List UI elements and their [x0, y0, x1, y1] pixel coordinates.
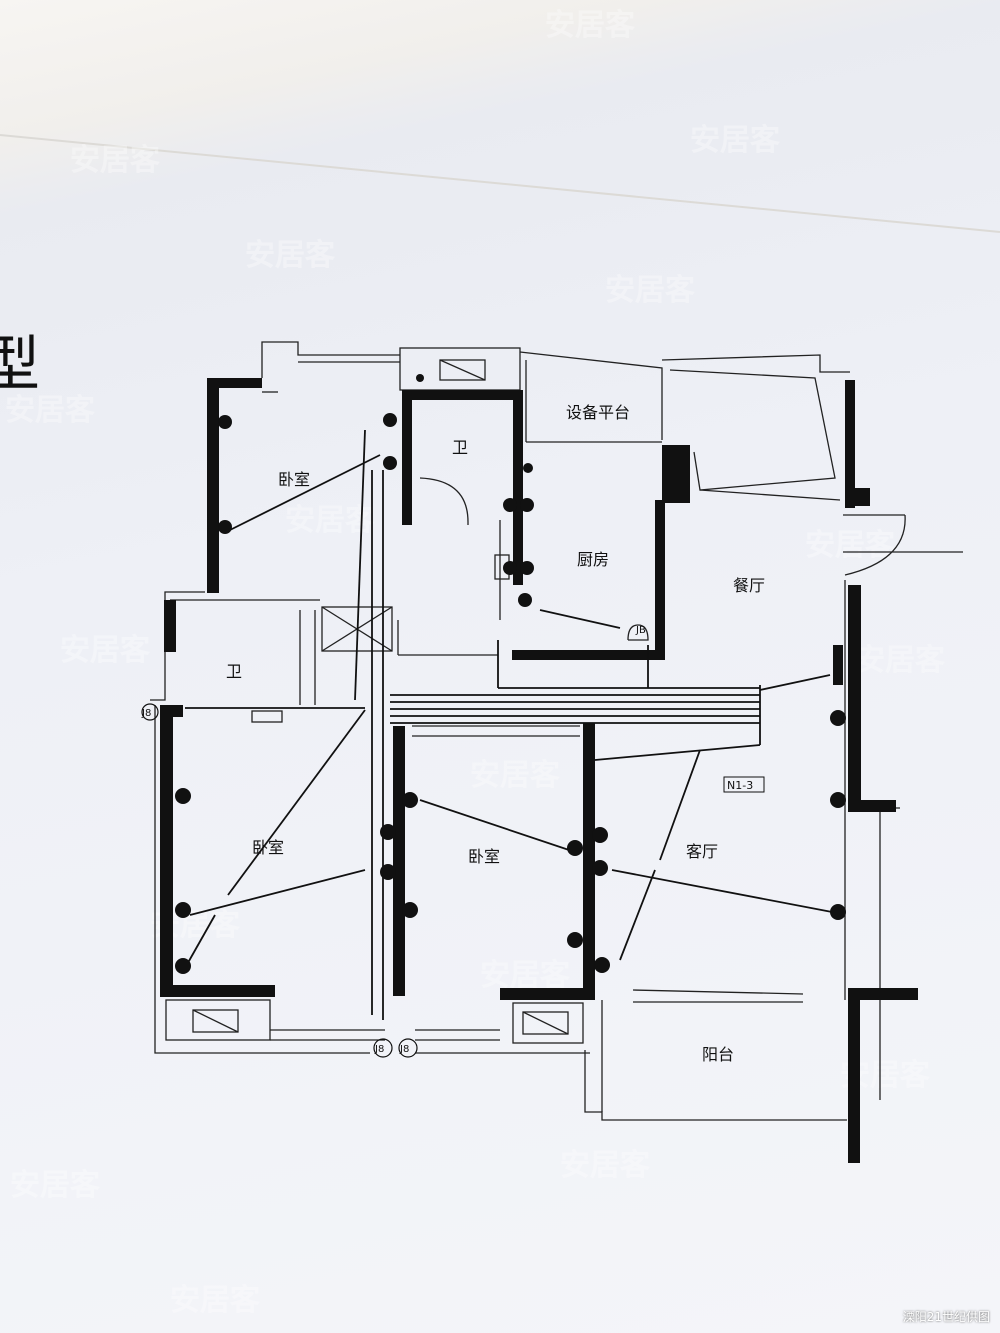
room-label-bedroom-mid: 卧室 [468, 847, 500, 866]
pipe-markers [141, 703, 418, 1058]
pipe-label-bottom-2: J8 [399, 1044, 409, 1055]
svg-text:安居客: 安居客 [470, 758, 560, 793]
svg-text:安居客: 安居客 [285, 503, 375, 538]
svg-text:安居客: 安居客 [560, 1148, 650, 1183]
photo-credit: 溧阳21世纪供图 [902, 1310, 990, 1324]
room-label-equipment: 设备平台 [566, 403, 630, 422]
unit-marker: N1-3 [727, 779, 753, 792]
type-title: 型 [0, 330, 40, 400]
paper-edge [0, 134, 1000, 233]
svg-text:安居客: 安居客 [170, 1283, 260, 1318]
svg-text:安居客: 安居客 [245, 238, 335, 273]
svg-text:安居客: 安居客 [855, 643, 945, 678]
kitchen-pipe-label: JB [635, 625, 646, 636]
thick-walls [160, 378, 918, 1163]
svg-text:安居客: 安居客 [60, 633, 150, 668]
room-label-balcony: 阳台 [702, 1045, 734, 1064]
room-label-bath-top: 卫 [452, 438, 468, 457]
room-label-bedroom-top: 卧室 [278, 470, 310, 489]
watermarks: 安居客 安居客 安居客 安居客 安居客 安居客 安居客 安居客 安居客 安居客 … [5, 8, 945, 1318]
pipe-label-left: J8 [141, 708, 151, 719]
room-label-kitchen: 厨房 [577, 550, 609, 569]
svg-text:安居客: 安居客 [70, 143, 160, 178]
room-label-living: 客厅 [686, 842, 718, 861]
svg-text:安居客: 安居客 [605, 273, 695, 308]
wiring [184, 429, 833, 1020]
unit-marker-box [723, 776, 765, 793]
thin-walls [150, 341, 963, 1121]
svg-text:安居客: 安居客 [545, 8, 635, 43]
pipe-label-bottom-1: J8 [374, 1044, 384, 1055]
room-label-bedroom-left: 卧室 [252, 838, 284, 857]
svg-text:安居客: 安居客 [805, 528, 895, 563]
svg-text:安居客: 安居客 [480, 958, 570, 993]
svg-text:安居客: 安居客 [5, 393, 95, 428]
svg-text:安居客: 安居客 [690, 123, 780, 158]
room-label-bath-left: 卫 [226, 662, 242, 681]
room-label-dining: 餐厅 [733, 576, 765, 595]
outlets [175, 374, 846, 974]
svg-text:安居客: 安居客 [10, 1168, 100, 1203]
